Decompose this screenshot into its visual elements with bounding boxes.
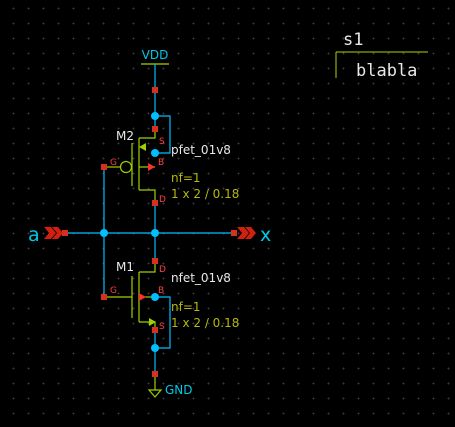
nmos-drain-lead (139, 262, 156, 273)
pin-pmos-d[interactable] (152, 200, 158, 206)
gnd-label: GND (165, 383, 193, 397)
pin-nmos-s[interactable] (152, 327, 158, 333)
nmos-source-arrow-icon (149, 318, 156, 326)
pmos-source-arrow-icon (139, 143, 146, 151)
gnd-triangle-icon (147, 389, 163, 398)
output-arrow-icon-2 (245, 227, 256, 239)
nmos-nf: nf=1 (171, 300, 201, 314)
nmos-labels: M1 nfet_01v8 nf=1 1 x 2 / 0.18 (116, 260, 239, 330)
output-port[interactable]: x (237, 224, 271, 246)
input-arrow-icon (44, 227, 56, 239)
vdd-label-group[interactable]: VDD (141, 48, 169, 65)
gnd-symbol[interactable]: GND (147, 376, 193, 398)
input-label: a (28, 224, 40, 246)
pmos-labels: M2 pfet_01v8 nf=1 1 x 2 / 0.18 (116, 129, 239, 201)
junction-nodes (100, 112, 159, 352)
node-input[interactable] (100, 229, 108, 237)
nmos-body-arrow-icon (139, 293, 146, 301)
nmos-model: nfet_01v8 (171, 271, 231, 285)
vdd-label: VDD (142, 48, 169, 62)
symbol-title: s1 (343, 30, 363, 50)
pin-output[interactable] (231, 230, 237, 236)
pin-pmos-g[interactable] (101, 164, 107, 170)
pmos-pin-s: S (159, 137, 165, 147)
pin-pmos-s[interactable] (152, 126, 158, 132)
pin-gnd[interactable] (152, 371, 158, 377)
pin-nmos-d[interactable] (152, 258, 158, 264)
pmos-nf: nf=1 (171, 171, 201, 185)
pin-markers (62, 87, 237, 377)
pin-letters: S G B D D G B S (110, 137, 166, 332)
pmos-gate-bubble (119, 160, 133, 174)
node-pmos-body[interactable] (151, 149, 159, 157)
nmos-pin-b: B (158, 286, 164, 296)
wire-pmos-body (155, 115, 171, 154)
pin-vdd[interactable] (152, 87, 158, 93)
node-vdd[interactable] (151, 112, 159, 120)
output-label: x (260, 224, 271, 246)
pmos-pin-d: D (159, 195, 166, 205)
pin-nmos-g[interactable] (101, 294, 107, 300)
nmos-pin-d: D (159, 265, 166, 275)
pmos-model: pfet_01v8 (171, 143, 231, 157)
pmos-body-arrow-icon (148, 163, 155, 171)
nmos-size: 1 x 2 / 0.18 (171, 316, 239, 330)
output-arrow-icon (237, 227, 249, 239)
wire-nmos-body (155, 296, 171, 349)
pmos-pin-b: B (158, 158, 164, 168)
pmos-size: 1 x 2 / 0.18 (171, 187, 239, 201)
nmos-instance: M1 (116, 260, 134, 274)
pmos-drain-lead (139, 189, 156, 200)
pin-input[interactable] (62, 230, 68, 236)
node-output[interactable] (151, 229, 159, 237)
nmos-pin-g: G (110, 286, 117, 296)
nmos-pin-s: S (159, 322, 165, 332)
node-gnd[interactable] (151, 344, 159, 352)
symbol-text: blabla (356, 61, 417, 81)
pmos-instance: M2 (116, 129, 134, 143)
symbol-title-box[interactable]: s1 blabla (335, 30, 428, 81)
input-arrow-icon-2 (52, 227, 63, 239)
pmos-pin-g: G (110, 158, 117, 168)
node-nmos-body[interactable] (151, 293, 159, 301)
input-port[interactable]: a (28, 224, 63, 246)
